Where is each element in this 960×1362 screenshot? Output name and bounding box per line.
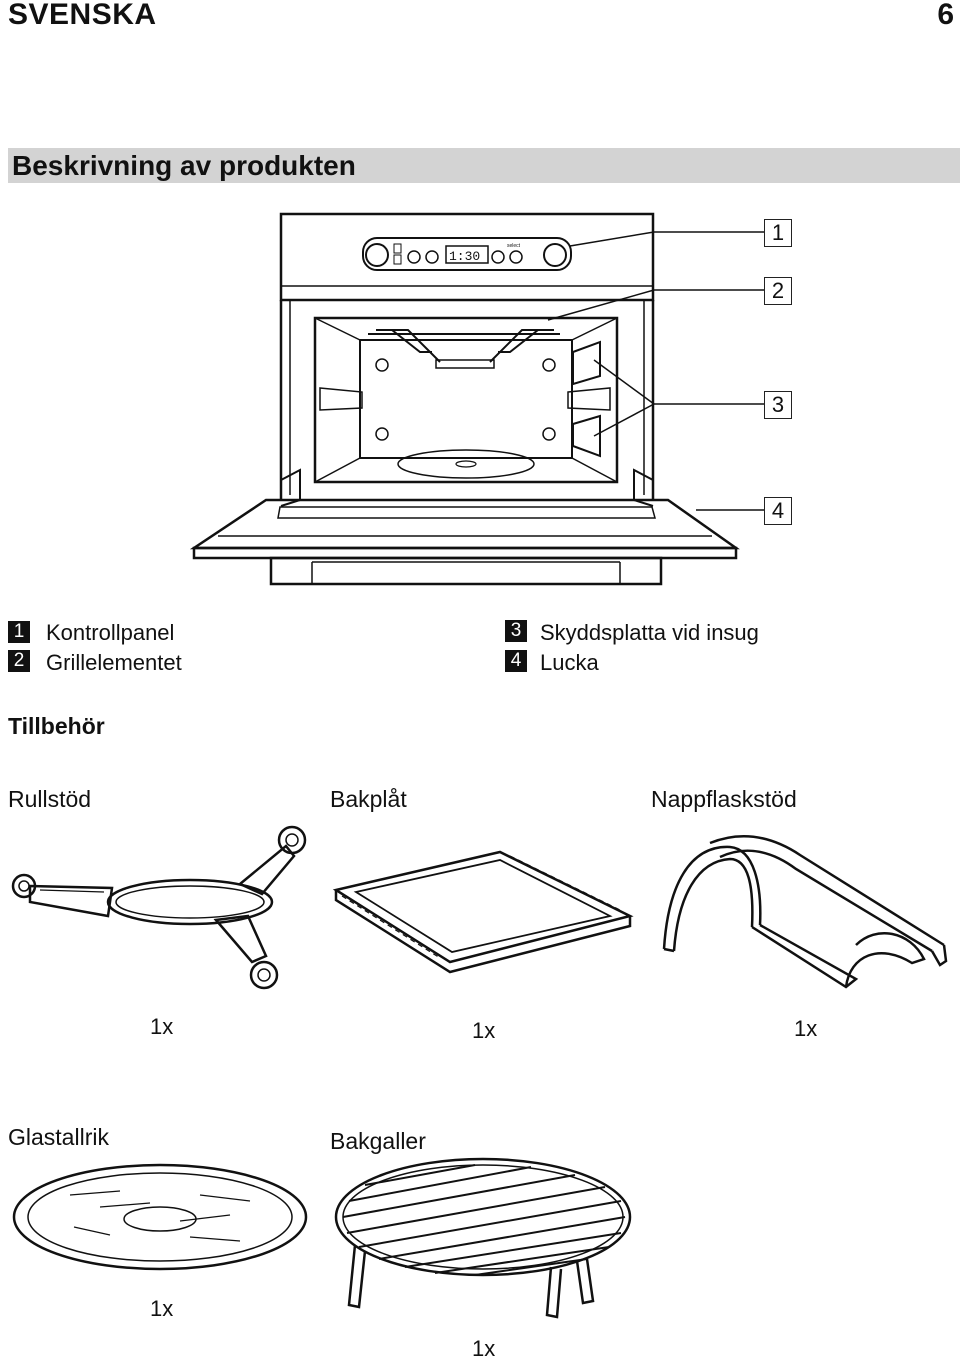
glass-plate-illustration [12, 1163, 308, 1271]
accessory-label-bakgaller: Bakgaller [330, 1128, 426, 1154]
legend-label-4: Lucka [540, 650, 599, 675]
header-language: SVENSKA [8, 0, 157, 31]
baking-tray-illustration [332, 850, 634, 974]
roller-support-illustration [11, 825, 307, 990]
callout-1: 1 [764, 219, 792, 247]
oven-diagram: 1:30 select [189, 212, 764, 586]
section-title: Beskrivning av produkten [12, 150, 356, 181]
bottle-holder-illustration [662, 835, 948, 989]
callout-4: 4 [764, 497, 792, 525]
quantity-bakplat: 1x [472, 1018, 496, 1043]
quantity-nappflaskstod: 1x [794, 1016, 818, 1041]
callout-2: 2 [764, 277, 792, 305]
legend-number-2: 2 [8, 650, 30, 672]
accessories-heading: Tillbehör [8, 713, 105, 739]
quantity-bakgaller: 1x [472, 1336, 496, 1361]
legend-number-4: 4 [505, 650, 527, 672]
legend-label-3: Skyddsplatta vid insug [540, 620, 759, 645]
accessory-label-nappflaskstod: Nappflaskstöd [651, 786, 797, 812]
accessory-label-rullstod: Rullstöd [8, 786, 92, 812]
accessory-label-bakplat: Bakplåt [330, 786, 407, 812]
page-number: 6 [937, 0, 954, 31]
quantity-glastallrik: 1x [150, 1296, 174, 1321]
callout-3: 3 [764, 391, 792, 419]
section-title-bar [8, 148, 960, 183]
legend-label-2: Grillelementet [46, 650, 182, 675]
legend-number-1: 1 [8, 621, 30, 643]
legend-number-3: 3 [505, 620, 527, 642]
baking-rack-illustration [334, 1157, 632, 1319]
legend-label-1: Kontrollpanel [46, 620, 175, 645]
quantity-rullstod: 1x [150, 1014, 174, 1039]
display-time: 1:30 [449, 249, 480, 264]
display-label: select [507, 243, 521, 249]
accessory-label-glastallrik: Glastallrik [8, 1124, 109, 1150]
